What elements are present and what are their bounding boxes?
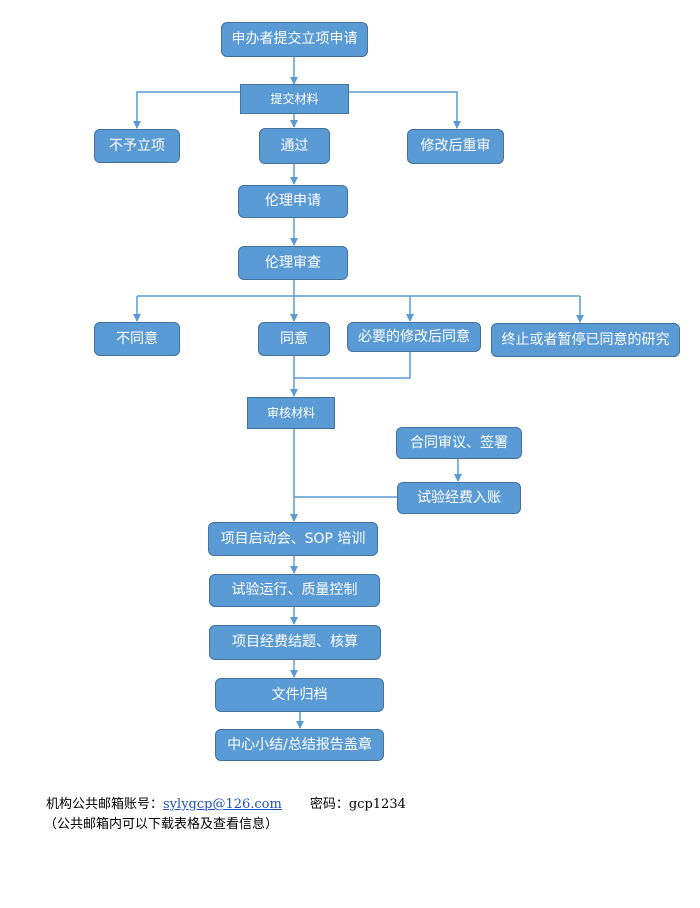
node-archive: 文件归档 — [215, 678, 384, 712]
connector-to-not-approved — [133, 91, 240, 129]
node-ethics-review: 伦理审查 — [238, 246, 348, 280]
node-agree-after-changes: 必要的修改后同意 — [347, 322, 481, 352]
node-operation: 试验运行、质量控制 — [209, 574, 380, 607]
node-apply: 申办者提交立项申请 — [221, 22, 368, 57]
node-review-materials: 审核材料 — [247, 397, 335, 429]
node-agree: 同意 — [258, 322, 330, 356]
node-ethics-application: 伦理申请 — [238, 185, 348, 218]
footer-account-line: 机构公共邮箱账号：sylygcp@126.com 密码：gcp1234 — [46, 793, 406, 812]
node-disagree: 不同意 — [94, 322, 180, 356]
email-label: 机构公共邮箱账号： — [46, 797, 164, 812]
password-label: 密码： — [309, 797, 349, 812]
password-value: gcp1234 — [348, 797, 406, 812]
node-funds: 试验经费入账 — [397, 482, 521, 514]
node-kickoff: 项目启动会、SOP 培训 — [208, 522, 378, 556]
node-revise-resubmit: 修改后重审 — [407, 129, 504, 164]
node-summary: 中心小结/总结报告盖章 — [215, 729, 384, 761]
node-not-approved: 不予立项 — [94, 129, 180, 163]
footer-note: （公共邮箱内可以下载表格及查看信息） — [44, 817, 279, 832]
connector-merge — [294, 352, 411, 379]
node-settlement: 项目经费结题、核算 — [209, 625, 381, 660]
email-link[interactable]: sylygcp@126.com — [163, 797, 282, 812]
connector-to-revise — [349, 91, 461, 129]
node-contract: 合同审议、签署 — [396, 427, 522, 459]
node-passed: 通过 — [259, 128, 330, 164]
node-terminate: 终止或者暂停已同意的研究 — [491, 323, 680, 357]
node-submit-materials: 提交材料 — [240, 84, 349, 114]
